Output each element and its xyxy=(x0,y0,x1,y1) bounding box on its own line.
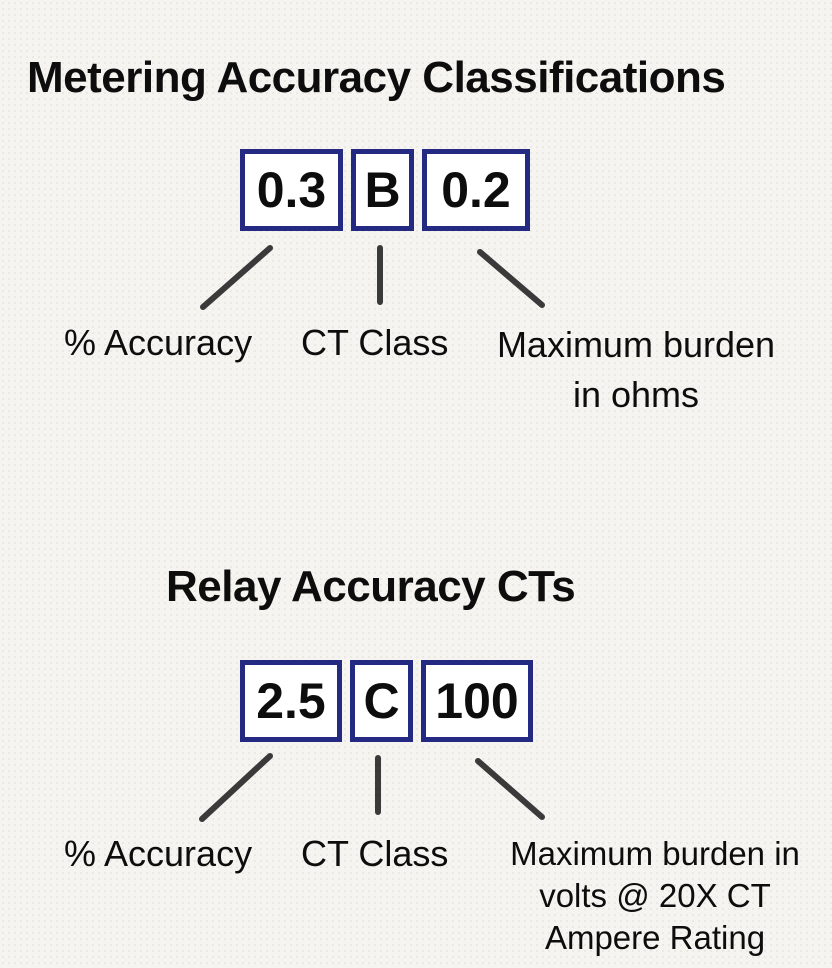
relay-accuracy-label: % Accuracy xyxy=(64,833,253,874)
relay-class-box: C xyxy=(350,660,413,742)
relay-burden-connector-line xyxy=(475,758,545,820)
relay-burden-box: 100 xyxy=(421,660,533,742)
relay-accuracy-box: 2.5 xyxy=(240,660,342,742)
relay-accuracy-connector-line xyxy=(199,753,273,822)
metering-class-box: B xyxy=(351,149,414,231)
metering-burden-label: Maximum burden in ohms xyxy=(488,320,784,420)
metering-burden-label-line2: in ohms xyxy=(572,374,700,415)
relay-ct-class-label: CT Class xyxy=(301,833,449,874)
relay-burden-label: Maximum burden in volts @ 20X CT Ampere … xyxy=(505,833,805,959)
metering-accuracy-box: 0.3 xyxy=(240,149,343,231)
relay-burden-label-line2: volts @ 20X CT xyxy=(539,877,771,914)
metering-ct-class-label: CT Class xyxy=(301,322,449,363)
relay-burden-label-line1: Maximum burden in xyxy=(510,835,800,872)
metering-code-box-row: 0.3 B 0.2 xyxy=(240,149,530,231)
metering-accuracy-label: % Accuracy xyxy=(64,322,253,363)
metering-section-title: Metering Accuracy Classifications xyxy=(27,53,726,102)
metering-burden-connector-line xyxy=(477,249,545,308)
metering-accuracy-connector-line xyxy=(200,245,273,310)
relay-burden-label-line3: Ampere Rating xyxy=(544,919,766,956)
relay-section-title: Relay Accuracy CTs xyxy=(166,562,576,611)
relay-code-box-row: 2.5 C 100 xyxy=(240,660,533,742)
metering-burden-label-line1: Maximum burden xyxy=(496,324,776,365)
metering-burden-box: 0.2 xyxy=(422,149,530,231)
